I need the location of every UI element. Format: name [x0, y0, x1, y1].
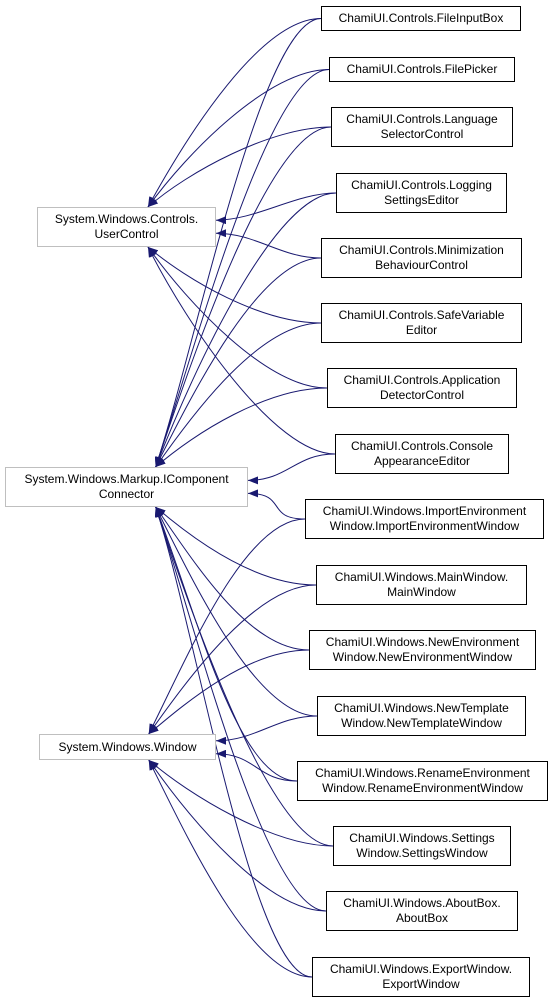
class-name-line-1: ChamiUI.Windows.MainWindow.: [334, 570, 509, 584]
inheritance-edge-aboutbox-to-window: [148, 759, 327, 912]
class-name-line-1: System.Windows.Markup.IComponent: [24, 472, 229, 486]
inheritance-edge-minimization-to-icomponentconnector: [155, 257, 322, 468]
class-name-line-1: ChamiUI.Windows.ExportWindow.: [329, 962, 513, 976]
inheritance-edge-consoleappearance-to-icomponentconnector: [247, 453, 336, 485]
class-name-line-1: ChamiUI.Controls.FileInputBox: [338, 11, 504, 25]
class-name-line-1: ChamiUI.Controls.Console: [350, 439, 494, 453]
class-name-line-2: Editor: [405, 323, 438, 337]
class-system-windows-controls-usercontrol[interactable]: System.Windows.Controls. UserControl: [37, 207, 216, 247]
class-name-line-1: ChamiUI.Controls.FilePicker: [346, 62, 498, 76]
inheritance-edge-newtemplate-to-window: [215, 715, 318, 745]
class-name-line-2: Window.NewEnvironmentWindow: [332, 650, 513, 664]
inheritance-edge-importenv-to-icomponentconnector: [247, 489, 306, 520]
class-chamiui-controls-applicationdetectorcontrol[interactable]: ChamiUI.Controls.Application DetectorCon…: [327, 368, 517, 408]
inheritance-edge-newenv-to-icomponentconnector: [155, 506, 310, 651]
class-name-line-2: Window.SettingsWindow: [356, 846, 488, 860]
class-name-line-2: Window.ImportEnvironmentWindow: [329, 519, 520, 533]
inheritance-edge-appdetector-to-icomponentconnector: [155, 387, 328, 468]
class-name-line-1: ChamiUI.Windows.ImportEnvironment: [322, 504, 527, 518]
class-chamiui-windows-settingswindow[interactable]: ChamiUI.Windows.Settings Window.Settings…: [333, 826, 511, 866]
class-name-line-2: MainWindow: [387, 585, 456, 599]
class-name-line-2: SettingsEditor: [384, 193, 459, 207]
class-system-windows-window[interactable]: System.Windows.Window: [39, 734, 216, 760]
class-chamiui-controls-languageselectorcontrol[interactable]: ChamiUI.Controls.Language SelectorContro…: [331, 107, 513, 147]
class-chamiui-controls-consoleappearanceeditor[interactable]: ChamiUI.Controls.Console AppearanceEdito…: [335, 434, 509, 474]
class-name-line-2: DetectorControl: [379, 388, 465, 402]
inheritance-edge-filepicker-to-icomponentconnector: [155, 69, 330, 468]
class-chamiui-windows-newenvironmentwindow[interactable]: ChamiUI.Windows.NewEnvironment Window.Ne…: [309, 630, 536, 670]
inheritance-edge-fileinputbox-to-usercontrol: [147, 18, 322, 208]
class-chamiui-controls-safevariableeditor[interactable]: ChamiUI.Controls.SafeVariable Editor: [321, 303, 522, 343]
inheritance-edge-exportwindow-to-icomponentconnector: [155, 506, 313, 978]
class-chamiui-controls-filepicker[interactable]: ChamiUI.Controls.FilePicker: [329, 57, 515, 82]
inheritance-edge-mainwindow-to-window: [148, 584, 317, 735]
class-name-line-1: ChamiUI.Windows.Settings: [349, 831, 495, 845]
inheritance-edge-importenv-to-window: [148, 518, 306, 735]
class-name-line-1: ChamiUI.Windows.AboutBox.: [343, 896, 501, 910]
inheritance-edge-consoleappearance-to-usercontrol: [147, 246, 336, 455]
class-name-line-2: SelectorControl: [380, 127, 464, 141]
inheritance-edge-loggingsettings-to-icomponentconnector: [155, 192, 337, 468]
class-name-line-1: ChamiUI.Windows.NewTemplate: [334, 701, 509, 715]
class-chamiui-windows-mainwindow[interactable]: ChamiUI.Windows.MainWindow. MainWindow: [316, 565, 527, 605]
class-name-line-2: ExportWindow: [382, 977, 460, 991]
inheritance-edge-renameenv-to-window: [215, 749, 298, 782]
class-chamiui-controls-fileinputbox[interactable]: ChamiUI.Controls.FileInputBox: [321, 6, 521, 31]
inheritance-edge-aboutbox-to-icomponentconnector: [155, 506, 327, 912]
class-name-line-2: AppearanceEditor: [373, 454, 471, 468]
class-name-line-2: Connector: [98, 487, 155, 501]
class-name-line-1: ChamiUI.Windows.RenameEnvironment: [315, 766, 530, 780]
inheritance-edge-renameenv-to-icomponentconnector: [155, 506, 298, 782]
class-chamiui-windows-exportwindow[interactable]: ChamiUI.Windows.ExportWindow. ExportWind…: [312, 957, 530, 997]
inheritance-edge-fileinputbox-to-icomponentconnector: [155, 18, 322, 468]
class-name-line-2: UserControl: [94, 227, 159, 241]
inheritance-edge-filepicker-to-usercontrol: [147, 69, 330, 208]
class-name-line-1: ChamiUI.Controls.Language: [346, 112, 498, 126]
inheritance-edge-newtemplate-to-icomponentconnector: [155, 506, 318, 717]
class-name-line-2: Window.NewTemplateWindow: [341, 716, 502, 730]
inheritance-edge-safevariable-to-usercontrol: [147, 246, 322, 324]
inheritance-edge-newenv-to-window: [148, 649, 310, 735]
class-chamiui-windows-importenvironmentwindow[interactable]: ChamiUI.Windows.ImportEnvironment Window…: [305, 499, 544, 539]
class-chamiui-windows-renameenvironmentwindow[interactable]: ChamiUI.Windows.RenameEnvironment Window…: [297, 761, 548, 801]
inheritance-edge-safevariable-to-icomponentconnector: [155, 322, 322, 468]
inheritance-edges: [147, 18, 337, 978]
class-system-windows-markup-icomponentconnector[interactable]: System.Windows.Markup.IComponent Connect…: [5, 467, 248, 507]
class-name-line-2: Window.RenameEnvironmentWindow: [322, 781, 523, 795]
class-name-line-2: AboutBox: [395, 911, 449, 925]
class-name-line-1: ChamiUI.Controls.Application: [343, 373, 501, 387]
class-name-line-1: ChamiUI.Windows.NewEnvironment: [325, 635, 520, 649]
inheritance-edge-languageselector-to-icomponentconnector: [155, 126, 332, 468]
inheritance-edge-loggingsettings-to-usercontrol: [215, 192, 337, 225]
inheritance-edge-settings-to-icomponentconnector: [155, 506, 334, 847]
inheritance-edge-settings-to-window: [148, 759, 334, 847]
class-name-line-1: System.Windows.Window: [58, 739, 197, 754]
class-name-line-1: System.Windows.Controls.: [54, 212, 199, 226]
inheritance-edge-exportwindow-to-window: [148, 759, 313, 978]
class-name-line-1: ChamiUI.Controls.Minimization: [339, 243, 504, 257]
class-chamiui-controls-minimizationbehaviourcontrol[interactable]: ChamiUI.Controls.Minimization BehaviourC…: [321, 238, 522, 278]
class-chamiui-controls-loggingsettingseditor[interactable]: ChamiUI.Controls.Logging SettingsEditor: [336, 173, 507, 213]
inheritance-edge-mainwindow-to-icomponentconnector: [155, 506, 317, 586]
class-chamiui-windows-aboutbox[interactable]: ChamiUI.Windows.AboutBox. AboutBox: [326, 891, 518, 931]
inheritance-edge-languageselector-to-usercontrol: [147, 126, 332, 208]
class-name-line-2: BehaviourControl: [375, 258, 468, 272]
inheritance-edge-appdetector-to-usercontrol: [147, 246, 328, 389]
class-name-line-1: ChamiUI.Controls.Logging: [351, 178, 492, 192]
class-chamiui-windows-newtemplatewindow[interactable]: ChamiUI.Windows.NewTemplate Window.NewTe…: [317, 696, 526, 736]
class-name-line-1: ChamiUI.Controls.SafeVariable: [338, 308, 505, 322]
